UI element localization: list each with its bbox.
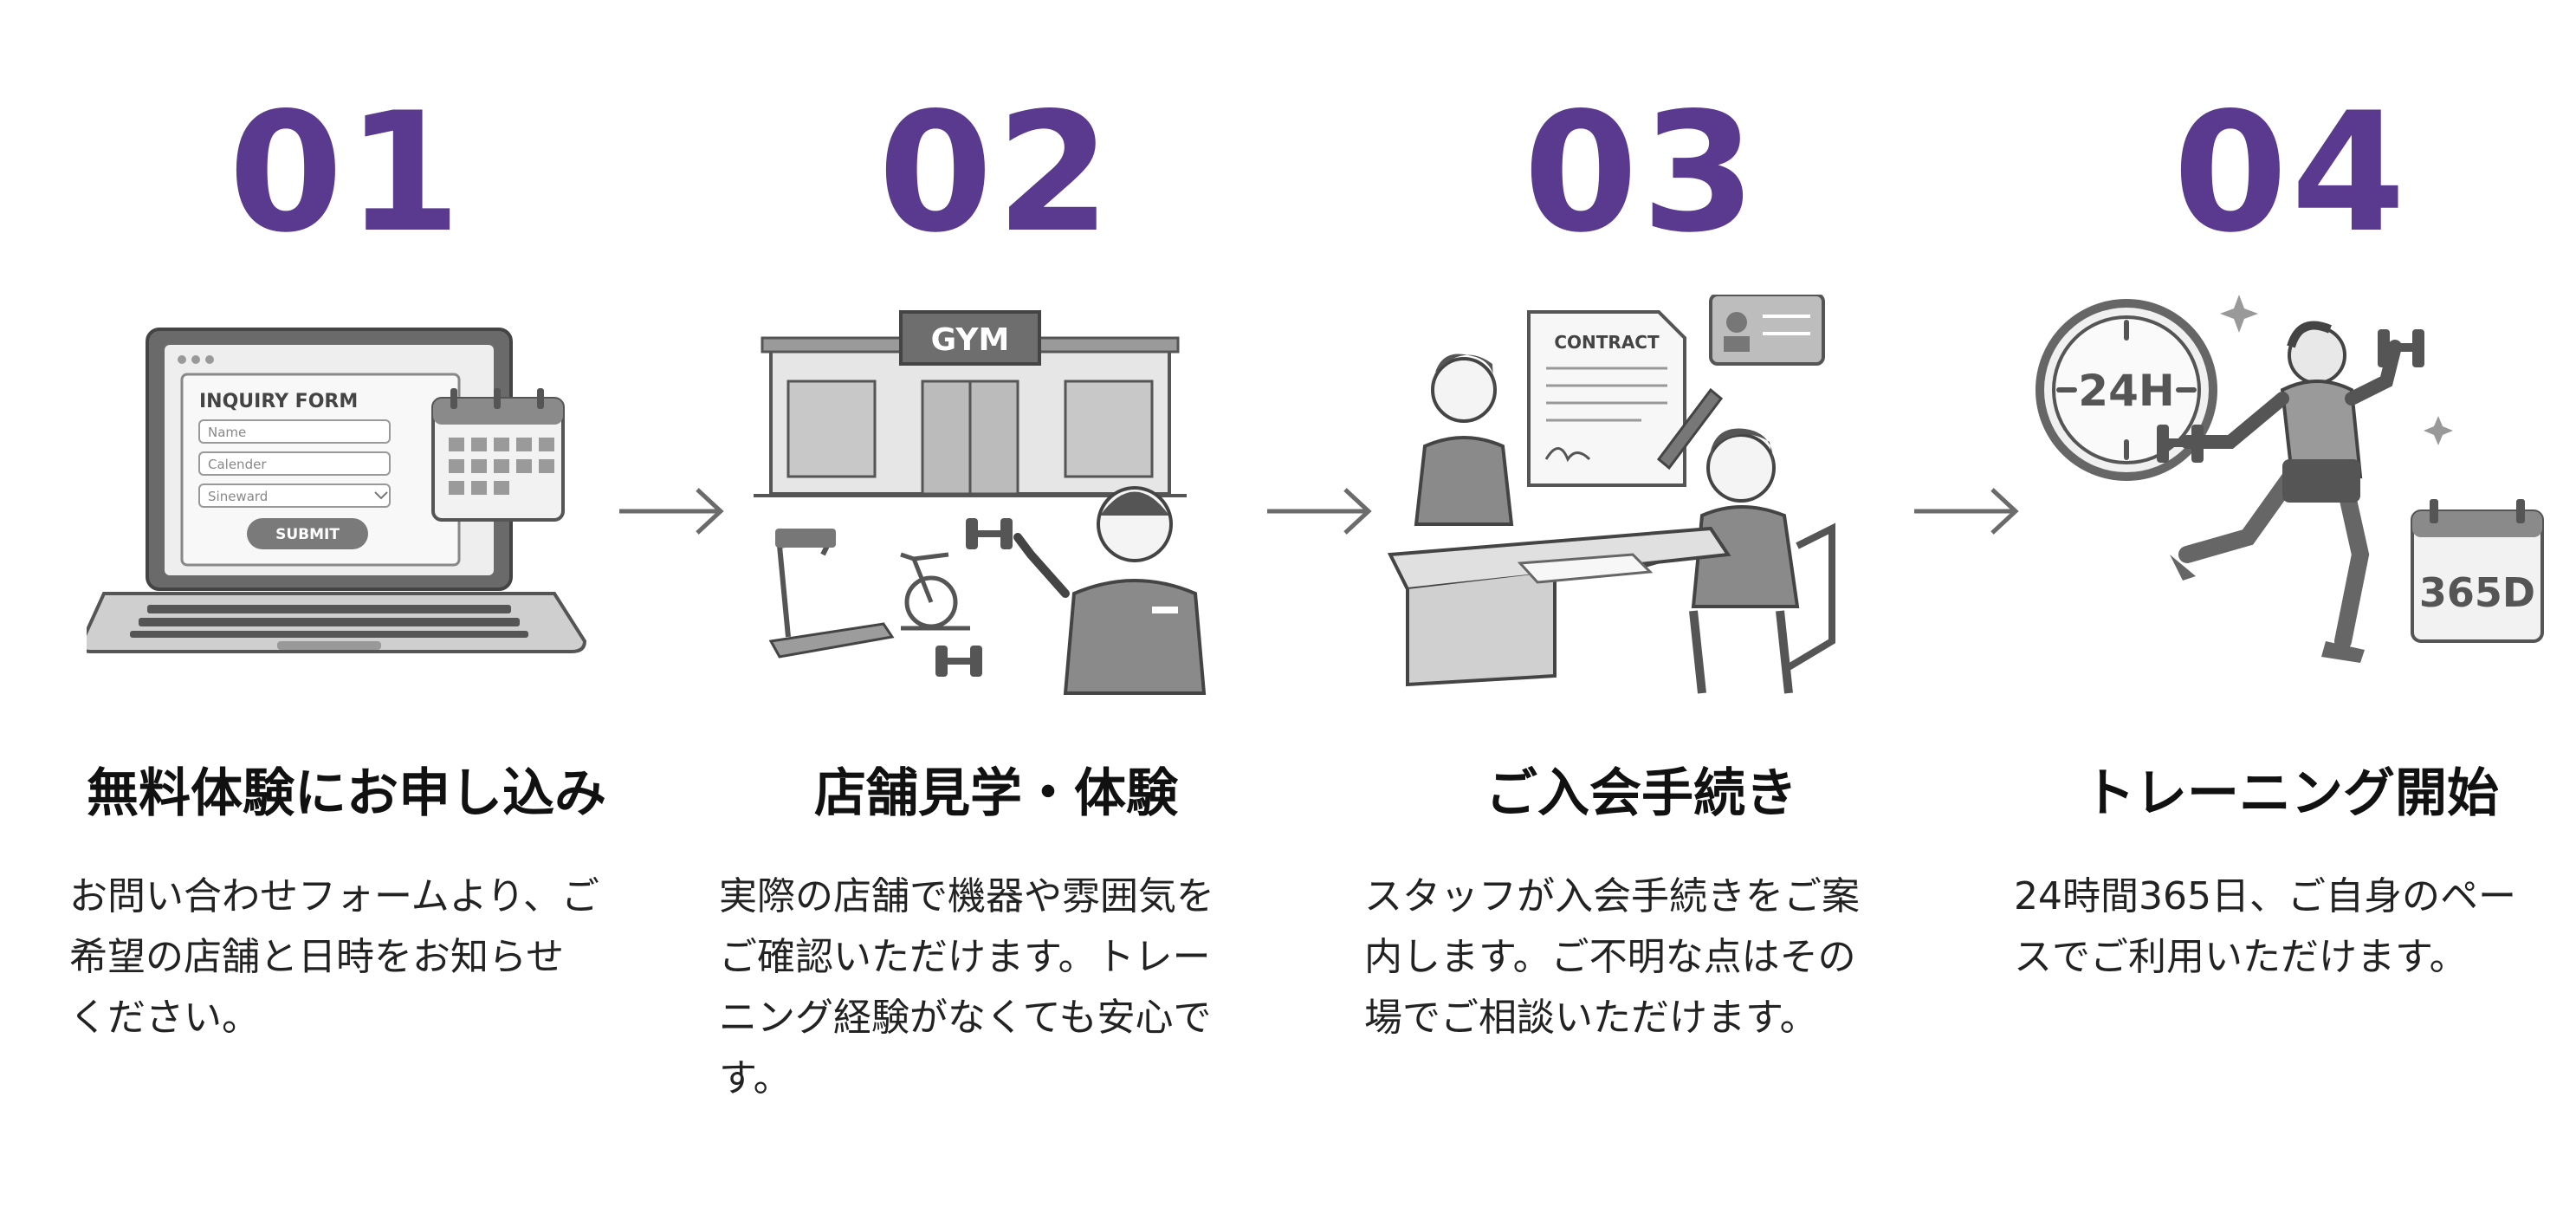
step-4: 04 24H 365D トレーニング開始 24時 [1997, 0, 2576, 1220]
step-title: 無料体験にお申し込み [87, 763, 606, 824]
desc-line: ニング経験がなくても安心で [719, 996, 1212, 1040]
contract-signing-icon: CONTRACT [1387, 295, 1835, 694]
form-field-name: Name [208, 425, 246, 440]
desc-line: 希望の店舗と日時をお知らせ [69, 935, 565, 979]
step-1: 01 INQUIRY FORM Name Calender Sineward S… [52, 0, 641, 1220]
step-2: 02 GYM 店舗見学・体験 実際の店舗で機器や雰囲気を ご確認いただけます [702, 0, 1291, 1220]
desc-line: ください。 [69, 996, 260, 1040]
step-title: 店舗見学・体験 [814, 763, 1178, 824]
form-title: INQUIRY FORM [199, 391, 358, 412]
clock-label: 24H [2078, 366, 2174, 416]
step-title: ご入会手続き [1485, 763, 1797, 824]
step-number: 02 [877, 77, 1115, 269]
form-field-select: Sineward [208, 489, 268, 504]
gym-building-staff-icon: GYM [754, 310, 1207, 695]
desc-line: 場でご相談いただけます。 [1364, 996, 1818, 1040]
form-submit-label: SUBMIT [275, 526, 340, 543]
arrow-right-icon [619, 488, 724, 535]
contract-title: CONTRACT [1554, 332, 1660, 353]
laptop-inquiry-form-icon: INQUIRY FORM Name Calender Sineward SUBM… [87, 328, 587, 653]
form-field-calendar: Calender [208, 457, 267, 472]
step-number: 04 [2172, 77, 2410, 269]
24h-365d-runner-icon: 24H 365D [2036, 295, 2544, 663]
arrow-right-icon [1914, 488, 2019, 535]
step-number: 01 [228, 77, 465, 269]
step-description: スタッフが入会手続きをご案 内します。ご不明な点はその 場でご相談いただけます。 [1364, 866, 1901, 1048]
desc-line: 実際の店舗で機器や雰囲気を [719, 874, 1214, 918]
arrow-right-icon [1267, 488, 1372, 535]
step-description: お問い合わせフォームより、ご 希望の店舗と日時をお知らせ ください。 [69, 866, 606, 1048]
desc-line: す。 [719, 1056, 792, 1100]
step-description: 24時間365日、ご自身のペー スでご利用いただけます。 [2014, 866, 2551, 988]
step-number: 03 [1523, 77, 1760, 269]
step-3: 03 CONTRACT ご入会手続き スタッフが入会手続きをご案 内し [1347, 0, 1936, 1220]
step-title: トレーニング開始 [2083, 763, 2499, 824]
desc-line: お問い合わせフォームより、ご [69, 874, 600, 918]
step-description: 実際の店舗で機器や雰囲気を ご確認いただけます。トレー ニング経験がなくても安心… [719, 866, 1256, 1109]
gym-sign: GYM [931, 322, 1010, 358]
calendar-label: 365D [2419, 569, 2535, 616]
desc-line: ご確認いただけます。トレー [719, 935, 1211, 979]
desc-line: 24時間365日、ご自身のペー [2014, 874, 2516, 918]
desc-line: スタッフが入会手続きをご案 [1364, 874, 1860, 918]
desc-line: 内します。ご不明な点はその [1364, 935, 1856, 979]
desc-line: スでご利用いただけます。 [2014, 935, 2468, 979]
